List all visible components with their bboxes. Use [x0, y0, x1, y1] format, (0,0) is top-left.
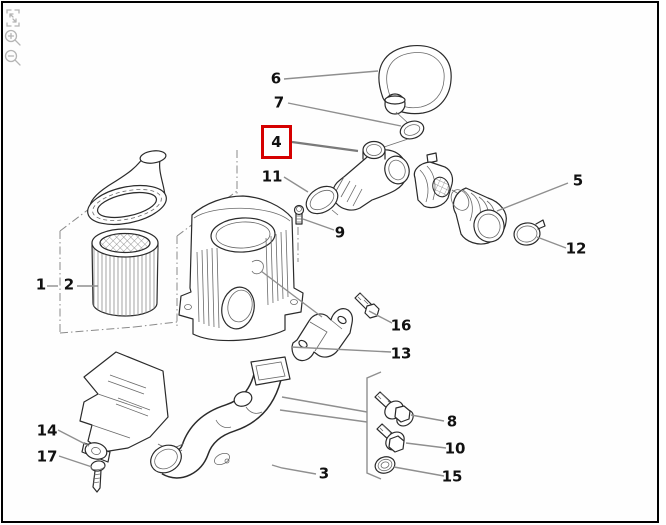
part-air-filter-element[interactable] [91, 228, 159, 317]
part-bolt-10[interactable] [376, 423, 408, 454]
callout-6[interactable]: 6 [270, 69, 282, 88]
callout-10[interactable]: 10 [444, 439, 466, 458]
callout-12[interactable]: 12 [565, 239, 587, 258]
part-screw-17[interactable] [90, 460, 106, 493]
callout-8[interactable]: 8 [446, 412, 458, 431]
part-washer-15[interactable] [373, 454, 397, 475]
callout-15[interactable]: 15 [441, 467, 463, 486]
callout-2[interactable]: 2 [63, 275, 75, 294]
callout-4[interactable]: 4 [271, 132, 282, 151]
fit-to-view-icon[interactable] [6, 9, 20, 27]
callout-17[interactable]: 17 [36, 447, 58, 466]
zoom-out-icon[interactable] [4, 49, 21, 66]
part-flexible-hose[interactable] [448, 186, 508, 245]
leader-lines [47, 70, 569, 480]
part-air-cleaner-housing[interactable] [178, 195, 304, 342]
part-heat-shield[interactable] [79, 351, 169, 463]
callout-11[interactable]: 11 [261, 167, 283, 186]
callout-5[interactable]: 5 [572, 171, 584, 190]
part-air-flow-sensor[interactable] [413, 152, 463, 209]
part-bolt-9[interactable] [293, 204, 305, 225]
part-bolt-8[interactable] [374, 391, 416, 429]
part-air-intake-scoop[interactable] [84, 149, 170, 231]
part-seal-ring[interactable] [380, 118, 426, 149]
callout-3[interactable]: 3 [318, 464, 330, 483]
callout-16[interactable]: 16 [390, 316, 412, 335]
callout-14[interactable]: 14 [36, 421, 58, 440]
zoom-in-icon[interactable] [4, 29, 21, 46]
part-resonator[interactable] [378, 45, 452, 125]
callout-4-highlight-box[interactable]: 4 [261, 125, 292, 159]
part-clamp-12[interactable] [513, 219, 546, 247]
part-clamp-11[interactable] [301, 181, 343, 219]
callout-9[interactable]: 9 [334, 223, 346, 242]
callout-13[interactable]: 13 [390, 344, 412, 363]
callout-1[interactable]: 1 [35, 275, 47, 294]
callout-7[interactable]: 7 [273, 93, 285, 112]
part-intake-elbow-hose[interactable] [331, 140, 413, 211]
part-air-duct[interactable] [146, 356, 291, 479]
